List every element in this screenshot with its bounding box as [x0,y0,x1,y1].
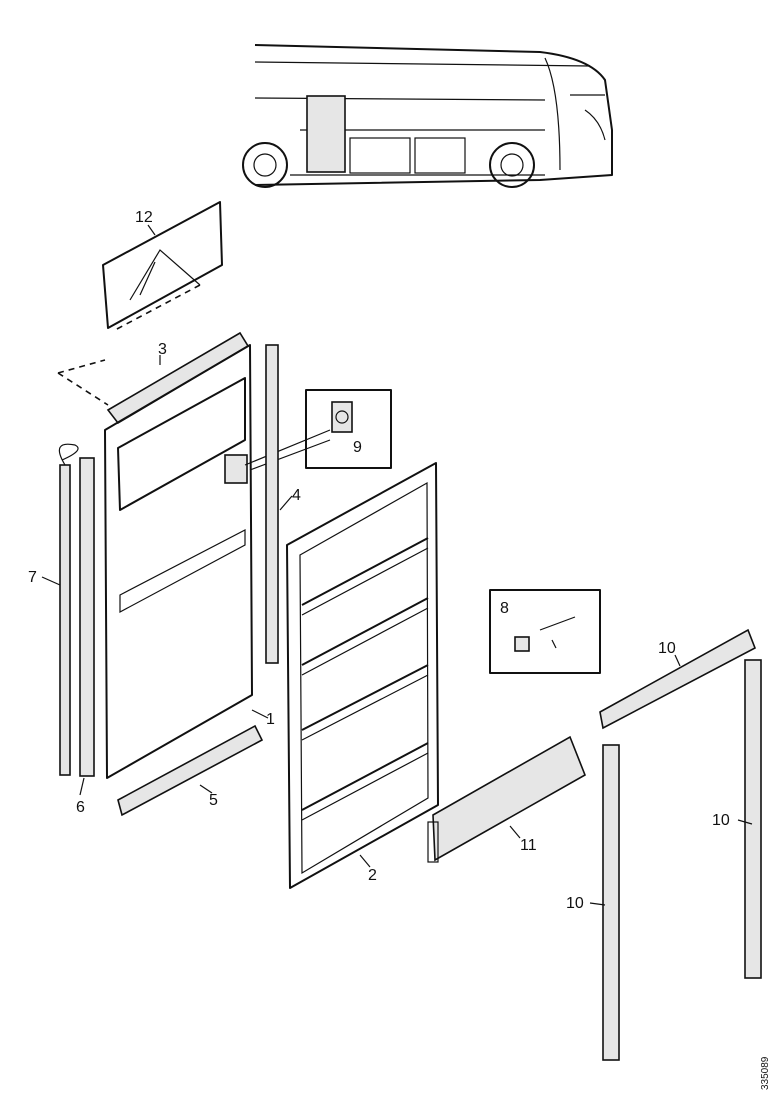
part-10-trim-top [599,628,757,730]
vehicle-outline [242,44,613,188]
part-4-label: 4 [292,487,301,504]
part-10-trim-right [744,659,762,979]
part-12-label: 12 [135,209,153,226]
part-9-mount-plate [224,454,248,484]
part-7-label: 7 [28,569,37,586]
part-3-top-profile [57,331,250,425]
part-9-label: 9 [353,439,362,456]
part-10-label-bottom: 10 [566,895,584,912]
part-10-label-top: 10 [658,640,676,657]
part-6-profile [79,457,95,777]
part-7-seal-cable [58,443,79,776]
part-10-label-right: 10 [712,812,730,829]
part-10-trim-left [602,744,620,1061]
part-5-bottom-profile [117,724,264,817]
part-4-vertical-seal [265,344,279,664]
part-1-label: 1 [266,711,275,728]
part-11-label: 11 [520,837,537,854]
part-2-label: 2 [368,867,377,884]
part-11-skirt [427,735,586,863]
door-location-highlight [306,95,346,173]
part-6-label: 6 [76,799,85,816]
drawing-code: 335089 [760,1056,771,1090]
part-3-label: 3 [158,341,167,358]
part-2-door-frame [286,462,439,889]
part-8-label: 8 [500,600,509,617]
part-5-label: 5 [209,792,218,809]
part-1-door-panel [104,344,253,779]
part-8-hardware-inset [489,589,601,674]
part-9-lock-inset [244,389,392,471]
part-12-glass [57,201,223,374]
leader-lines [41,224,753,906]
